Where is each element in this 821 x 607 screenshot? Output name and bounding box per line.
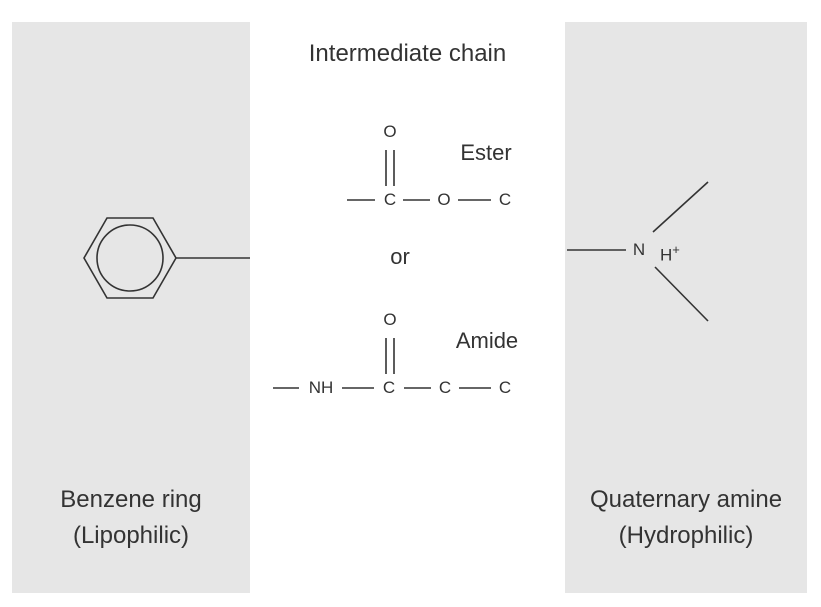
amine-atom-h: H+ [660, 240, 686, 266]
amide-atom-c1: C [382, 378, 396, 397]
hydrophilic-label: (Hydrophilic) [618, 522, 754, 549]
amide-label: Amide [455, 328, 519, 353]
amide-atom-c3: C [498, 378, 512, 397]
amide-atom-o-top: O [383, 310, 397, 329]
or-connector: or [390, 244, 410, 269]
ester-atom-c2: C [498, 190, 512, 209]
amine-h-text: H [660, 245, 673, 265]
amine-bond-lower [654, 266, 709, 322]
ester-atom-o-mid: O [437, 190, 451, 209]
amine-bond-upper [652, 181, 709, 233]
quaternary-amine-label: Quaternary amine [589, 486, 783, 513]
benzene-ring-label: Benzene ring [60, 486, 202, 513]
amide-atom-nh: NH [308, 378, 334, 397]
amide-atom-c2: C [438, 378, 452, 397]
amine-atom-n: N [632, 240, 646, 259]
ester-atom-c1: C [383, 190, 397, 209]
hydrophilic-region-panel [565, 22, 807, 593]
amine-charge: + [672, 242, 680, 257]
lipophilic-region-panel [12, 22, 250, 593]
lipophilic-label: (Lipophilic) [72, 522, 190, 549]
ester-atom-o-top: O [383, 122, 397, 141]
ester-label: Ester [460, 140, 512, 165]
benzene-hexagon [83, 217, 177, 299]
benzene-aromatic-circle [96, 224, 164, 292]
intermediate-chain-title: Intermediate chain [308, 40, 507, 67]
